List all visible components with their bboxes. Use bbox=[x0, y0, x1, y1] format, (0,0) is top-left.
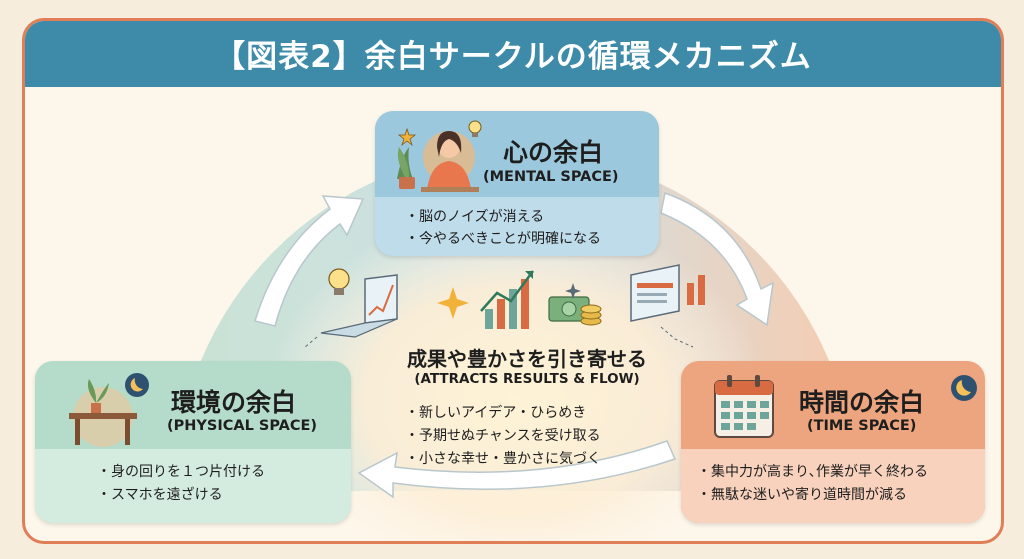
growth-chart-icon bbox=[480, 270, 535, 329]
mental-bullet-2: ・今やるべきことが明確になる bbox=[405, 231, 601, 247]
physical-subtitle: (PHYSICAL SPACE) bbox=[167, 418, 318, 434]
woman-meditating-icon bbox=[397, 120, 482, 192]
diagram-frame: 【図表2】余白サークルの循環メカニズム 心の余白 (MENTAL SPACE) … bbox=[22, 18, 1004, 544]
physical-space-card: 環境の余白 (PHYSICAL SPACE) ・身の回りを１つ片付ける ・スマホ… bbox=[35, 361, 351, 523]
center-illustrations bbox=[304, 264, 705, 348]
mental-title: 心の余白 bbox=[503, 138, 604, 167]
time-bullet-2: ・無駄な迷いや寄り道時間が減る bbox=[697, 487, 907, 503]
physical-bullet-1: ・身の回りを１つ片付ける bbox=[97, 464, 265, 480]
mental-bullet-1: ・脳のノイズが消える bbox=[405, 209, 545, 225]
physical-bullet-2: ・スマホを遠ざける bbox=[97, 487, 223, 503]
center-title: 成果や豊かさを引き寄せる bbox=[407, 347, 647, 371]
time-subtitle: (TIME SPACE) bbox=[807, 418, 917, 434]
sparkle-icon bbox=[437, 287, 469, 319]
physical-bullets-panel bbox=[35, 449, 351, 523]
page-title: 【図表2】余白サークルの循環メカニズム bbox=[214, 39, 812, 75]
laptop-chart-icon bbox=[320, 274, 398, 338]
center-bullet-2: ・予期せぬチャンスを受け取る bbox=[405, 428, 601, 444]
calendar-icon bbox=[714, 375, 774, 438]
arrow-time-to-physical bbox=[357, 440, 677, 499]
arrow-physical-to-mental bbox=[254, 195, 365, 327]
title-bar: 【図表2】余白サークルの循環メカニズム bbox=[25, 21, 1001, 87]
time-bullet-1: ・集中力が高まり､作業が早く終わる bbox=[697, 464, 928, 480]
center-subtitle: (ATTRACTS RESULTS & FLOW) bbox=[414, 371, 640, 387]
time-bullets-panel bbox=[681, 449, 985, 523]
table-plant-icon bbox=[69, 373, 149, 447]
arrow-mental-to-time bbox=[660, 191, 774, 327]
physical-title: 環境の余白 bbox=[171, 388, 297, 417]
cycle-arrows bbox=[254, 191, 774, 499]
center-bullet-1: ・新しいアイデア・ひらめき bbox=[405, 405, 587, 421]
moon-icon bbox=[951, 375, 977, 401]
mental-space-card: 心の余白 (MENTAL SPACE) ・脳のノイズが消える ・今やるべきことが… bbox=[375, 111, 659, 256]
money-icon bbox=[548, 283, 602, 326]
center-bullet-3: ・小さな幸せ・豊かさに気づく bbox=[405, 451, 601, 467]
time-title: 時間の余白 bbox=[799, 388, 925, 417]
mental-subtitle: (MENTAL SPACE) bbox=[483, 169, 619, 185]
time-space-card: 時間の余白 (TIME SPACE) ・集中力が高まり､作業が早く終わる ・無駄… bbox=[681, 361, 985, 523]
mental-bullets-panel bbox=[375, 197, 659, 256]
monitor-chart-icon bbox=[304, 264, 705, 348]
lightbulb-icon bbox=[328, 268, 350, 295]
